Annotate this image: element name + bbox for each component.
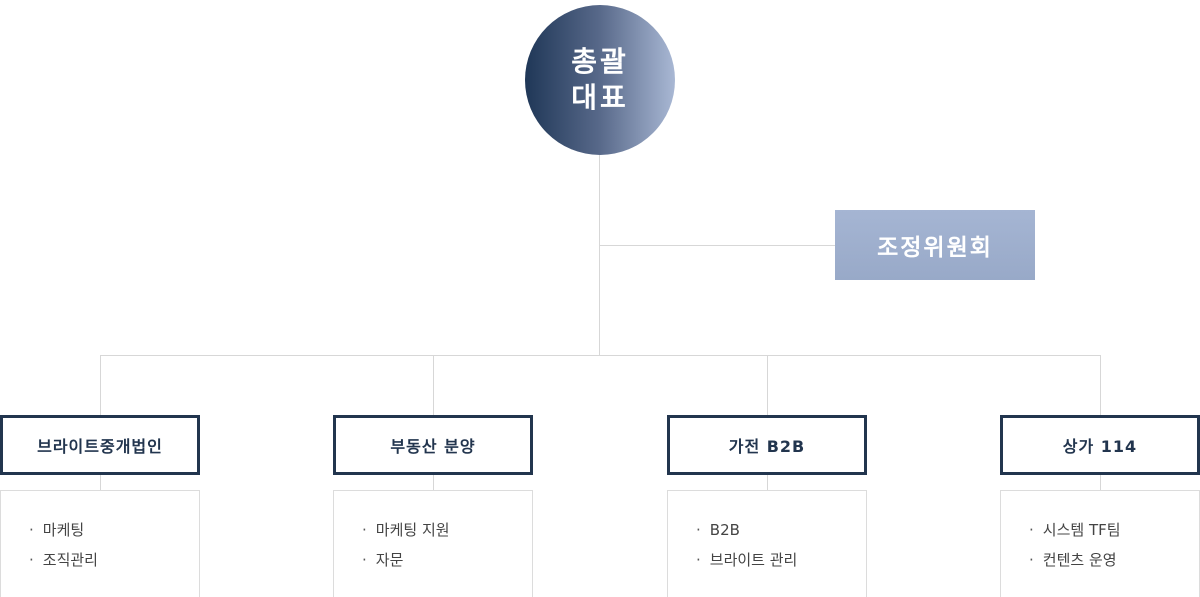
department-4-connector (1100, 355, 1101, 415)
duty-item: 브라이트 관리 (696, 545, 866, 575)
department-node: 브라이트중개법인 (0, 415, 200, 475)
department-node: 가전 B2B (667, 415, 867, 475)
duty-item: 마케팅 지원 (362, 515, 532, 545)
duty-item: B2B (696, 515, 866, 545)
duty-item: 시스템 TF팀 (1029, 515, 1199, 545)
department-name: 상가 114 (1062, 437, 1138, 456)
duty-item: 자문 (362, 545, 532, 575)
committee-node: 조정위원회 (835, 210, 1035, 280)
department-2-connector (433, 355, 434, 415)
department-node: 상가 114 (1000, 415, 1200, 475)
duty-list: B2B 브라이트 관리 (696, 515, 866, 575)
department-name: 브라이트중개법인 (37, 437, 163, 456)
duty-1-connector (100, 475, 101, 490)
committee-connector (600, 245, 835, 246)
committee-label: 조정위원회 (877, 235, 993, 261)
duty-item: 조직관리 (29, 545, 199, 575)
ceo-vertical-connector (599, 155, 600, 355)
duty-list: 시스템 TF팀 컨텐츠 운영 (1029, 515, 1199, 575)
ceo-node: 총괄 대표 (525, 5, 675, 155)
department-horizontal-connector (100, 355, 1101, 356)
duty-4-connector (1100, 475, 1101, 490)
department-1-connector (100, 355, 101, 415)
department-node: 부동산 분양 (333, 415, 533, 475)
duty-3-connector (767, 475, 768, 490)
department-name: 부동산 분양 (390, 437, 476, 456)
department-3-connector (767, 355, 768, 415)
ceo-label: 총괄 대표 (571, 45, 629, 114)
duty-list: 마케팅 지원 자문 (362, 515, 532, 575)
duty-box: 시스템 TF팀 컨텐츠 운영 (1000, 490, 1200, 597)
department-name: 가전 B2B (728, 437, 806, 456)
duty-list: 마케팅 조직관리 (29, 515, 199, 575)
duty-2-connector (433, 475, 434, 490)
duty-box: B2B 브라이트 관리 (667, 490, 867, 597)
duty-item: 컨텐츠 운영 (1029, 545, 1199, 575)
duty-box: 마케팅 지원 자문 (333, 490, 533, 597)
duty-item: 마케팅 (29, 515, 199, 545)
duty-box: 마케팅 조직관리 (0, 490, 200, 597)
